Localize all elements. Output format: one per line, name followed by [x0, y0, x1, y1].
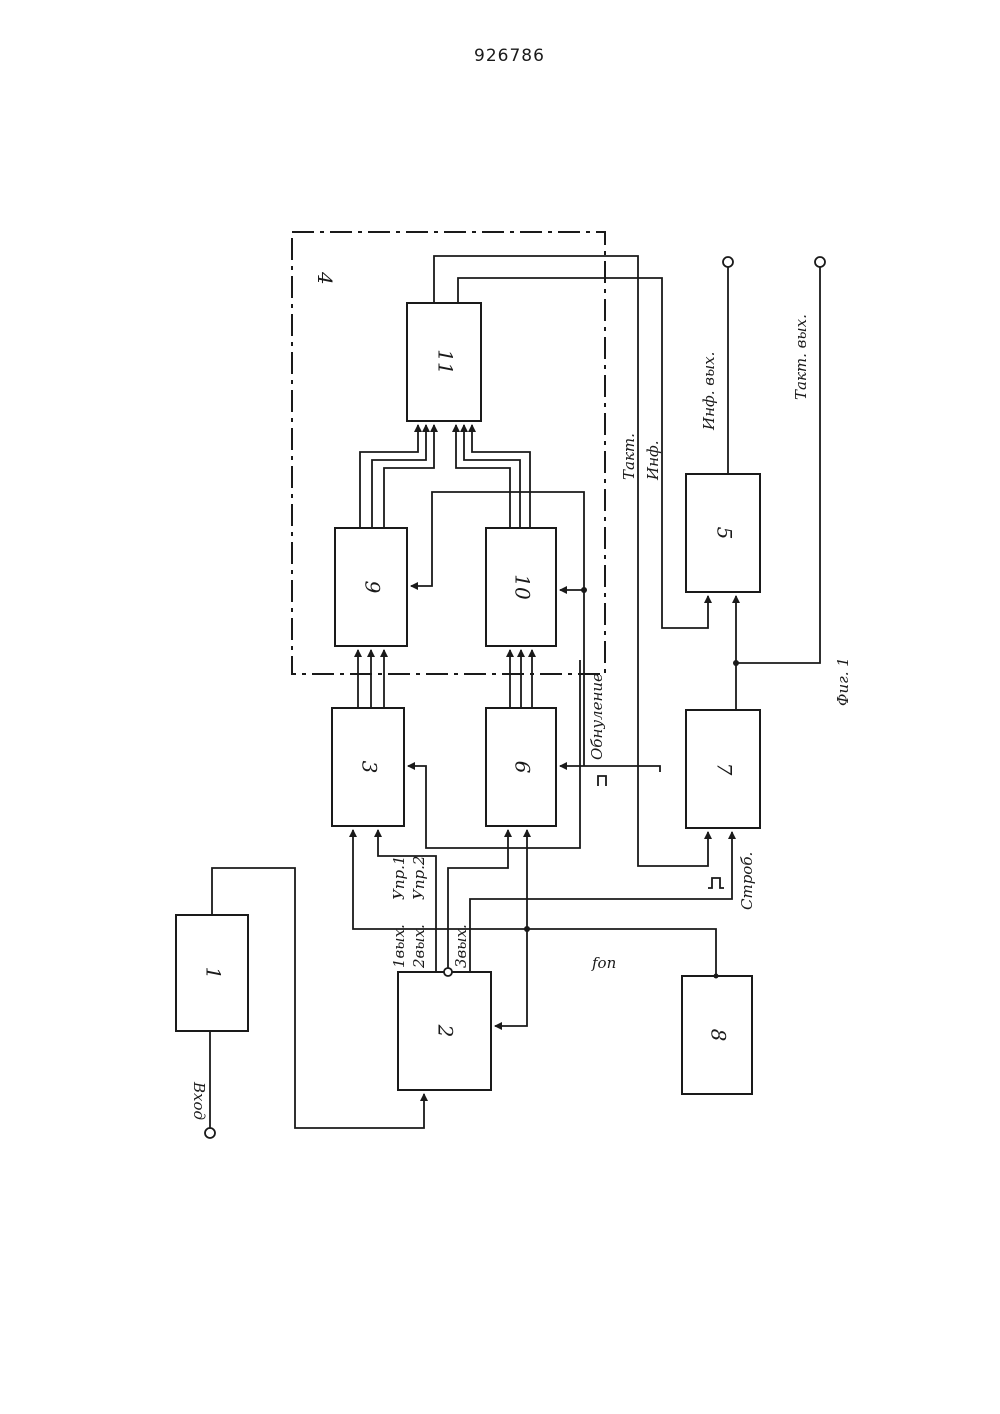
block-3: 3: [332, 708, 404, 826]
info-label: Инф.: [644, 441, 662, 481]
strobe-label: Строб.: [738, 852, 756, 910]
svg-text:2: 2: [434, 1024, 458, 1038]
wire-fref-to-2: [495, 929, 527, 1026]
svg-text:7: 7: [713, 763, 737, 776]
block-1: 1: [176, 915, 248, 1031]
figure-caption: Фиг. 1: [834, 657, 852, 706]
wire-6-to-3: [408, 660, 580, 848]
block-10: 10: [486, 528, 556, 646]
svg-text:1: 1: [202, 967, 226, 980]
block-9: 9: [335, 528, 407, 646]
label-ctrl2: Упр.2: [410, 856, 428, 900]
pulse-symbol: [598, 776, 606, 786]
wire-reset-to-9: [411, 492, 584, 590]
svg-text:11: 11: [434, 349, 458, 374]
label-out3: 3вых.: [452, 924, 470, 968]
label-out1: 1вых.: [390, 924, 408, 968]
reset-label: Обнуление: [588, 673, 606, 760]
bus-10-to-11: [456, 425, 530, 528]
wire-reset-bus: [560, 766, 660, 772]
bus-6-to-10: [510, 650, 532, 708]
block-6: 6: [486, 708, 556, 826]
block-11: 11: [407, 303, 481, 421]
svg-text:9: 9: [361, 581, 385, 594]
out2-terminal: [444, 968, 452, 976]
wire-1-to-2: [212, 868, 424, 1128]
bus-9-to-11: [360, 425, 434, 528]
wire-11-clock: [434, 256, 708, 866]
strobe-pulse-symbol: [708, 878, 724, 888]
block-7: 7: [686, 710, 760, 828]
clock-label: Такт.: [620, 433, 638, 480]
info-out-terminal: [723, 257, 733, 267]
label-ctrl1: Упр.1: [390, 856, 408, 900]
fref-label: fоп: [591, 954, 616, 972]
svg-text:5: 5: [713, 527, 737, 540]
block-5: 5: [686, 474, 760, 592]
clock-out-label: Такт. вых.: [792, 314, 810, 400]
svg-text:10: 10: [511, 574, 535, 600]
svg-text:6: 6: [511, 761, 535, 774]
svg-text:8: 8: [707, 1029, 731, 1042]
svg-text:3: 3: [358, 761, 382, 774]
wire-11-info: [458, 278, 708, 628]
block-8: 8: [682, 976, 752, 1094]
block-4-label: 4: [313, 271, 337, 285]
input-label: Вход: [190, 1081, 208, 1120]
bus-3-to-9: [358, 650, 384, 708]
info-out-label: Инф. вых.: [700, 352, 718, 431]
wire-2-out3-strobe: [470, 832, 732, 972]
block-2: 2: [398, 972, 491, 1090]
block-4-boundary: [292, 232, 605, 674]
label-out2: 2вых.: [410, 924, 428, 969]
clock-out-terminal: [815, 257, 825, 267]
